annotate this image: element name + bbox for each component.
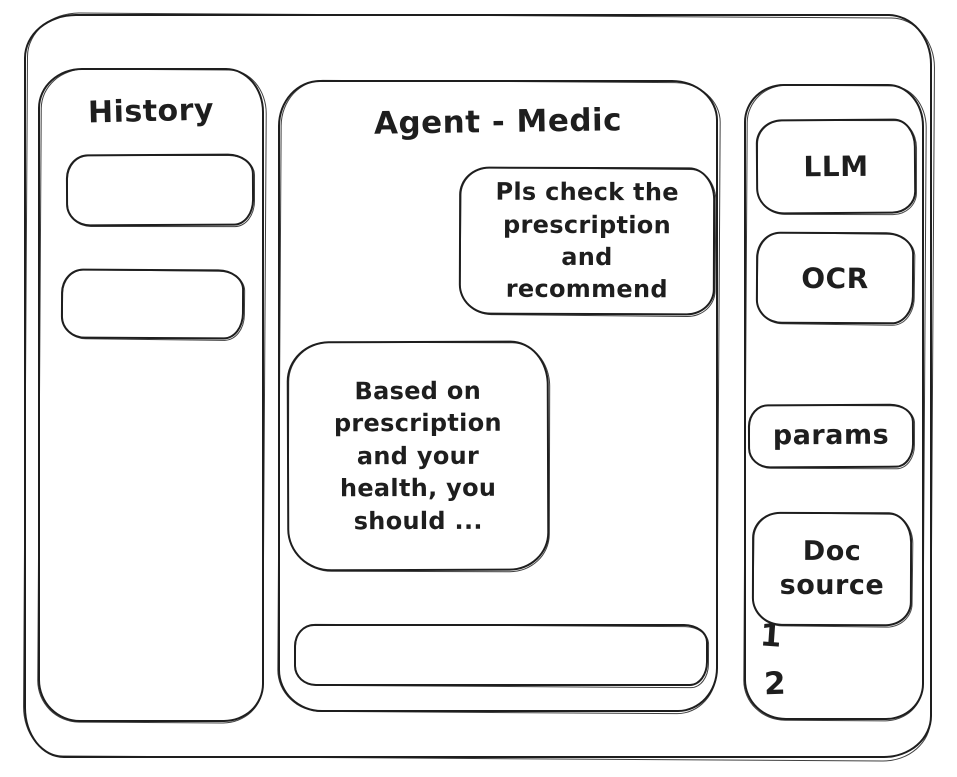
ocr-button[interactable]: OCR xyxy=(755,231,915,325)
llm-button[interactable]: LLM xyxy=(755,118,917,215)
doc-source-item-1[interactable]: 1 xyxy=(758,617,783,655)
assistant-message-bubble: Based on prescription and your health, y… xyxy=(286,340,550,572)
chat-panel: Agent - Medic Pls check the prescription… xyxy=(278,80,718,712)
user-message-bubble: Pls check the prescription and recommend xyxy=(458,166,716,316)
chat-input-box xyxy=(294,624,708,686)
chat-title: Agent - Medic xyxy=(373,102,623,142)
doc-source-button[interactable]: Doc source xyxy=(751,511,913,627)
history-sidebar: History xyxy=(38,68,264,722)
tools-sidebar: LLM OCR params Doc source 1 2 xyxy=(744,84,924,720)
params-button[interactable]: params xyxy=(747,403,915,469)
history-title: History xyxy=(87,92,215,131)
history-item[interactable] xyxy=(60,268,245,340)
window-frame: History Agent - Medic Pls check the pres… xyxy=(24,14,932,758)
history-item[interactable] xyxy=(65,153,255,227)
doc-source-item-2[interactable]: 2 xyxy=(763,665,787,703)
chat-input[interactable] xyxy=(296,626,706,684)
